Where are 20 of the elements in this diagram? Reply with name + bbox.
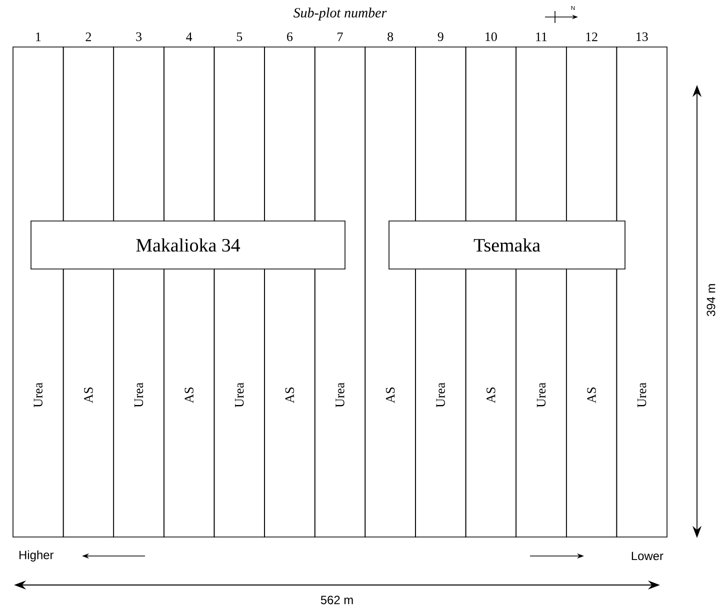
node-label: 10	[486, 32, 497, 42]
node-label: 9	[438, 32, 444, 42]
node-label: 11	[536, 32, 547, 42]
node-label: 7	[338, 32, 343, 42]
axis-title: Sub-plot number	[293, 8, 387, 20]
direction-label: Higher	[20, 550, 54, 562]
dimension-label: 562 m	[320, 596, 353, 604]
direction-label: Lower	[632, 552, 664, 560]
node-label: 6	[287, 32, 293, 42]
node-label: 12	[586, 32, 598, 42]
node-label: 13	[636, 32, 648, 42]
variety-box: Makalioka 34	[30, 220, 346, 270]
variety-box: Tsemaka	[388, 220, 626, 270]
node-label: 3	[136, 32, 142, 42]
node-label: 2	[86, 32, 91, 42]
node-label: 4	[186, 32, 192, 42]
node-label: 1	[36, 32, 41, 42]
node-label: 8	[388, 32, 394, 42]
node-label: 5	[236, 32, 242, 42]
dimension-label: 394 m	[706, 284, 716, 316]
